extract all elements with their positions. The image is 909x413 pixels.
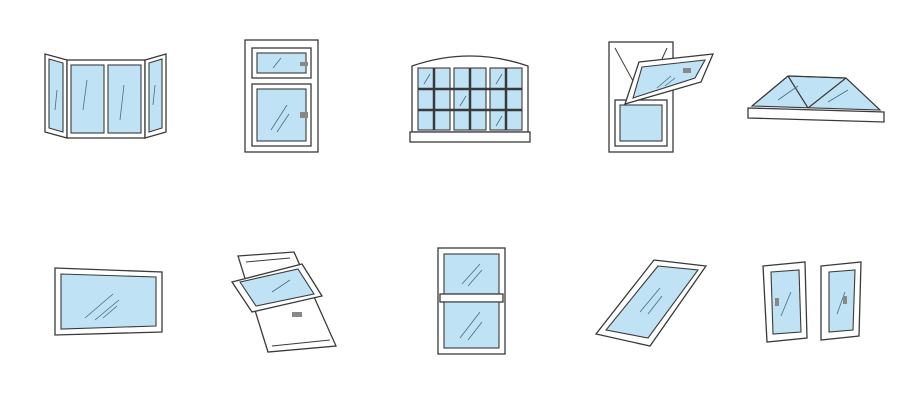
bay-window-icon bbox=[44, 53, 167, 139]
flat-skylight-icon bbox=[594, 259, 708, 347]
lantern-skylight-icon bbox=[747, 75, 885, 123]
double-hung-window-icon bbox=[437, 247, 506, 355]
arched-grid-window-icon bbox=[409, 55, 531, 143]
casement-window-icon bbox=[244, 39, 319, 153]
picture-window-icon bbox=[54, 267, 163, 336]
pivot-roof-window-icon bbox=[230, 251, 337, 353]
tilt-turn-window-icon bbox=[762, 261, 862, 343]
awning-window-icon bbox=[608, 41, 715, 153]
